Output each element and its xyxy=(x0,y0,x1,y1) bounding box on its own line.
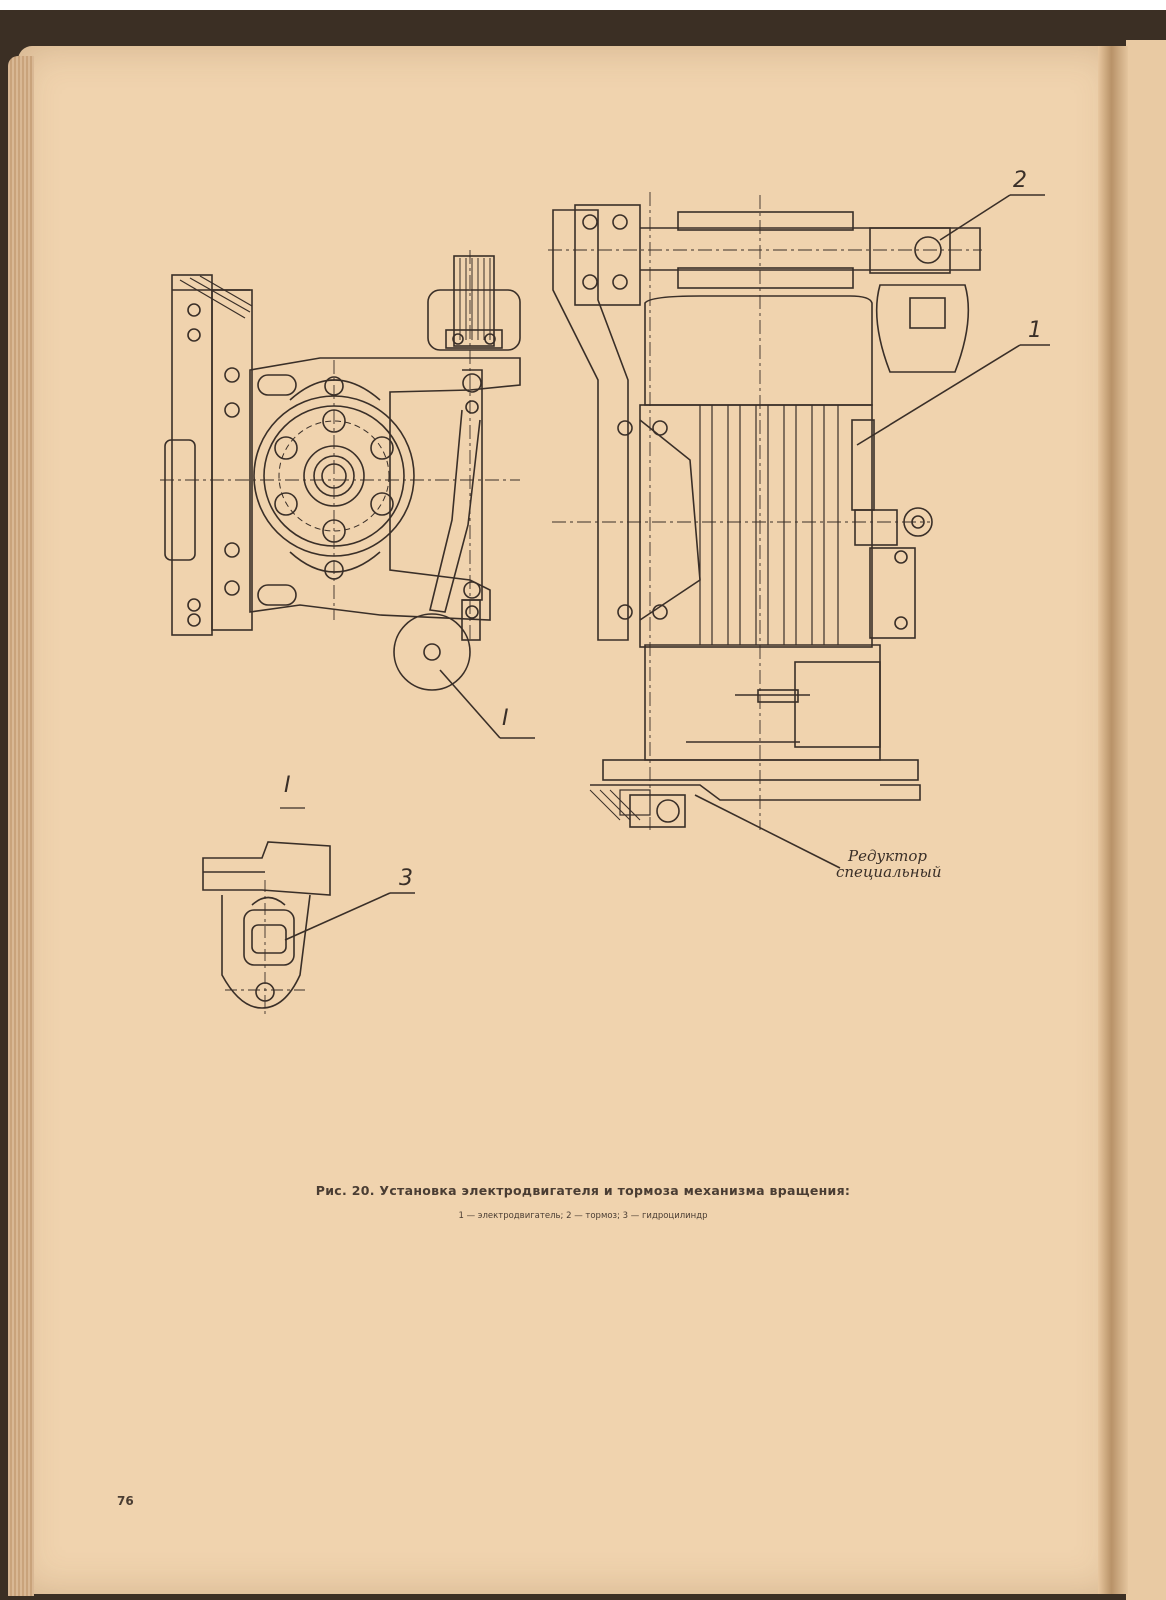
left-view xyxy=(160,250,535,739)
label-reducer-line2: специальный xyxy=(836,863,942,881)
label-cylinder-number: 3 xyxy=(399,866,413,891)
figure-legend: 1 — электродвигатель; 2 — тормоз; 3 — ги… xyxy=(458,1211,708,1221)
book-gutter xyxy=(1098,46,1128,1594)
label-motor-number: 1 xyxy=(1028,318,1042,343)
page-number: 76 xyxy=(117,1494,134,1508)
figure-caption: Рис. 20. Установка электродвигателя и то… xyxy=(315,1183,851,1198)
right-view xyxy=(548,192,1050,869)
detail-view xyxy=(202,807,415,1015)
page xyxy=(18,46,1118,1594)
label-reducer-line1: Редуктор xyxy=(848,847,927,865)
label-detail-title: I xyxy=(284,773,291,798)
label-detail-mark: I xyxy=(502,706,509,731)
page-stack-edge xyxy=(8,56,34,1596)
label-brake-number: 2 xyxy=(1013,168,1027,193)
next-page-edge xyxy=(1126,40,1166,1600)
